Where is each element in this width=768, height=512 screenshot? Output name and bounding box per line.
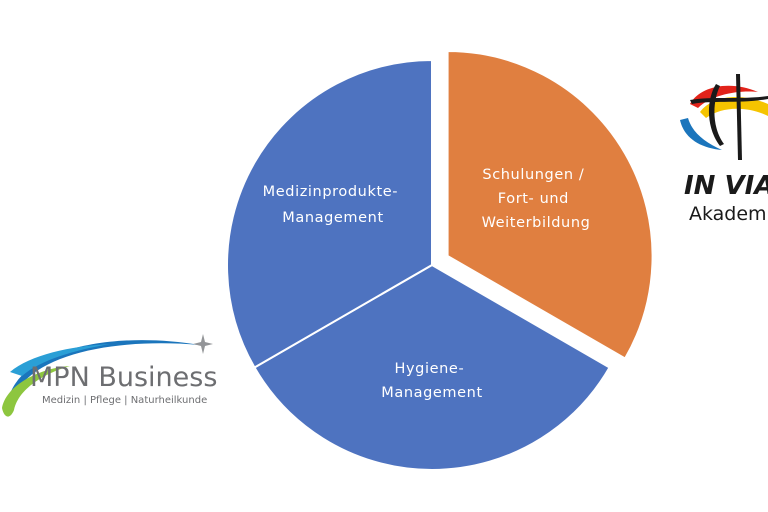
slice-label-hygiene-line-2: Management [381,385,483,401]
invia-blue-arc-icon [680,118,722,150]
slice-schulungen [446,49,654,360]
slice-label-schulungen: Schulungen / Fort- und Weiterbildung [482,167,591,231]
slice-label-schulungen-line-2: Fort- und [498,191,569,207]
mpn-swoosh-teal-icon [10,344,110,376]
slice-label-schulungen-line-1: Schulungen / [482,167,584,183]
pie-diagram [226,49,654,471]
invia-yellow-arc-icon [700,97,768,118]
mpn-swoosh-green-icon [2,366,70,417]
slice-medizinprodukte-management [226,58,433,369]
slice-label-schulungen-line-3: Weiterbildung [482,215,591,231]
slice-label-medizinprodukte-line-1: Medizinprodukte- [263,184,398,200]
invia-logo-name: IN VIA [684,171,768,201]
slice-hygiene-management [253,263,611,471]
mpn-business-logo: MPN Business Medizin | Pflege | Naturhei… [2,334,217,417]
slice-label-hygiene-line-1: Hygiene- [395,361,465,377]
slice-label-medizinprodukte: Medizinprodukte- Management [263,184,404,226]
mpn-logo-name: MPN Business [30,362,217,393]
mpn-logo-tagline: Medizin | Pflege | Naturheilkunde [42,395,207,406]
invia-black-swash-icon [690,96,768,104]
slice-label-medizinprodukte-line-2: Management [282,210,384,226]
invia-red-arc-icon [690,85,758,108]
invia-logo: IN VIA Akadem [680,74,768,225]
invia-logo-subtitle: Akadem [689,203,767,225]
mpn-star-icon [193,334,213,354]
invia-black-stroke-icon [736,74,742,160]
slice-label-hygiene: Hygiene- Management [381,361,483,401]
